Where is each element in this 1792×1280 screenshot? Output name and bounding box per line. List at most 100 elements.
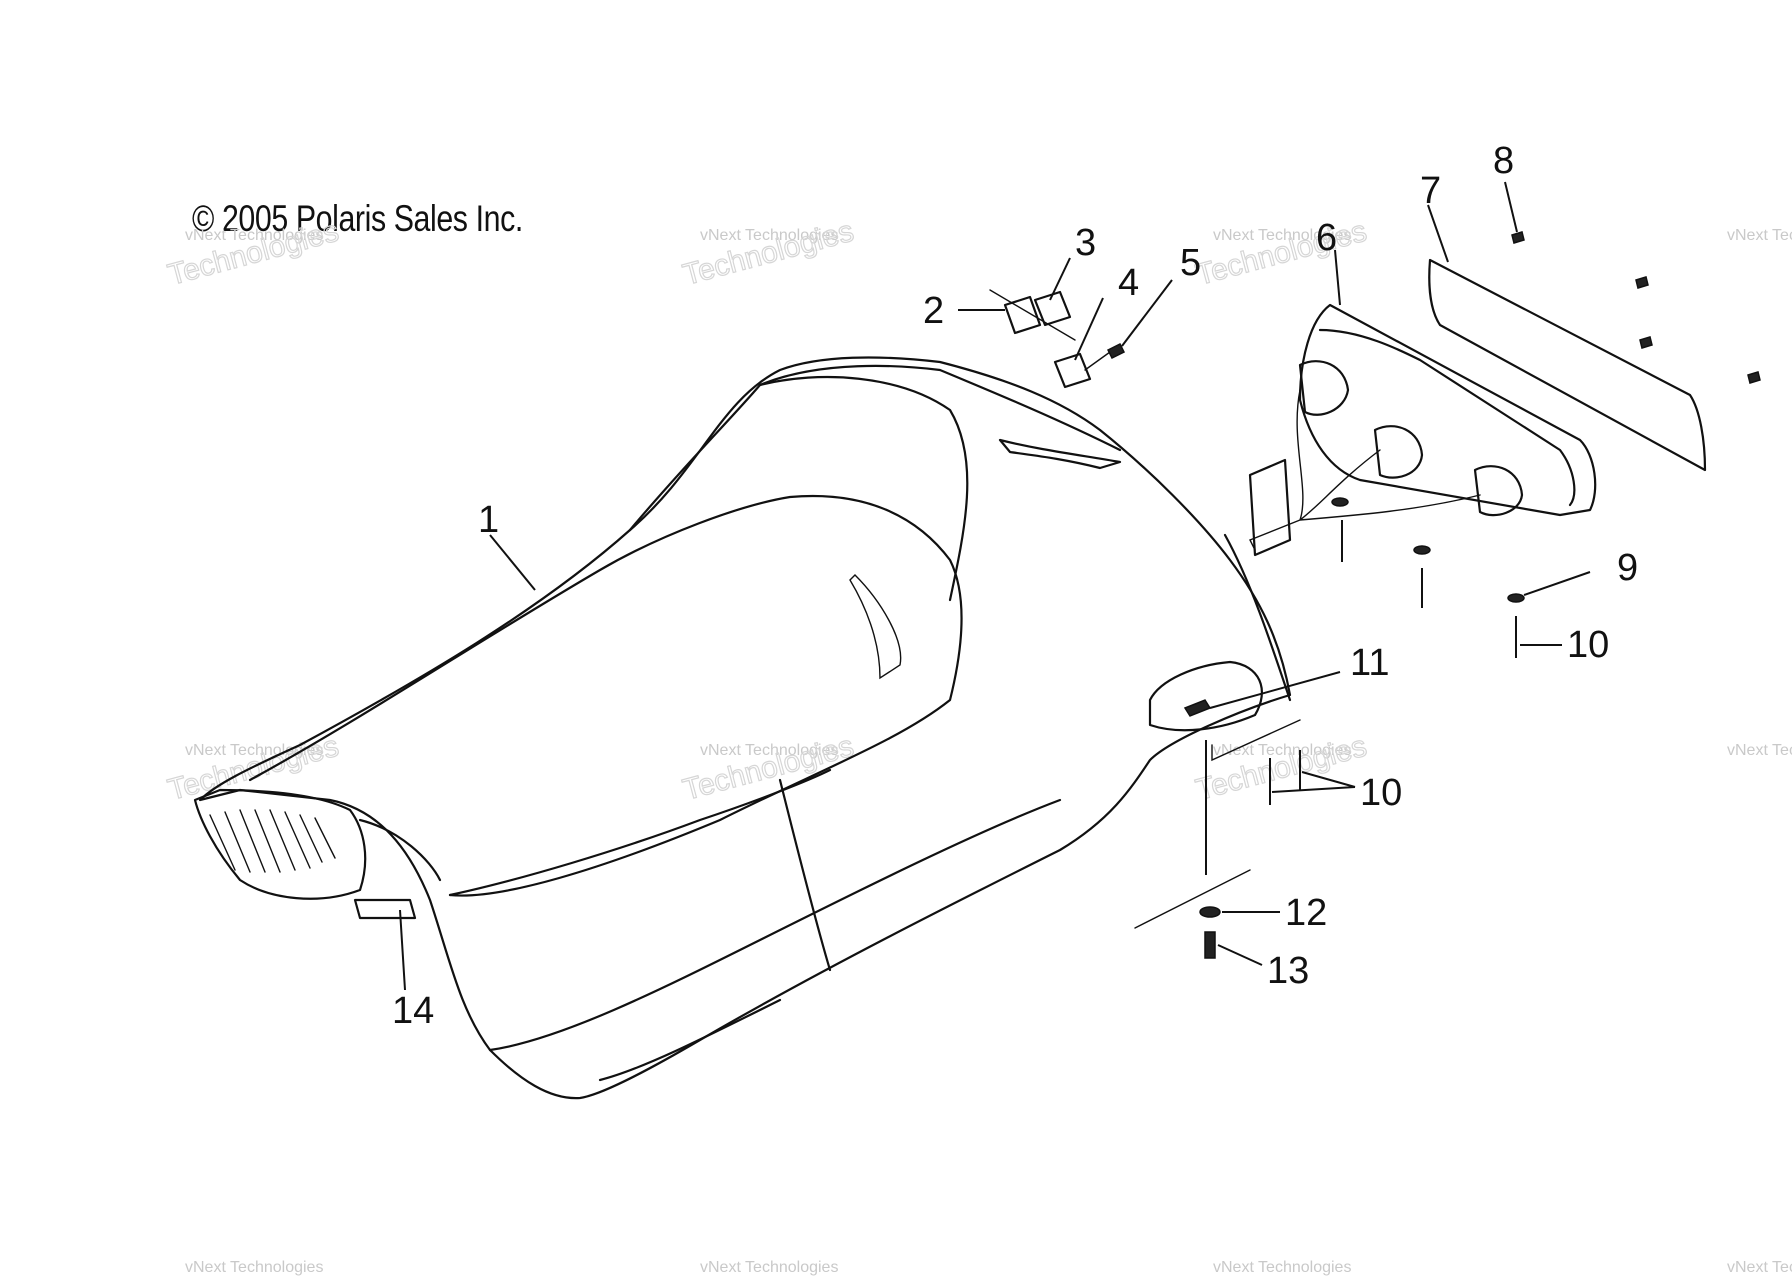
seat-side-seam: [1223, 533, 1292, 702]
lower-fasteners: [1134, 719, 1356, 966]
watermark: vNext Technologies: [1727, 227, 1792, 244]
watermark: vNext Technologies Technologies: [679, 214, 858, 292]
callouts: 1 2 3 4 5 6 7 8 9 10 11 10 12 13 14: [392, 140, 1638, 1032]
watermark: vNext Technologies Technologies: [1192, 214, 1371, 292]
watermarks: vNext Technologies Technologies vNext Te…: [164, 214, 1792, 1276]
watermark-text: vNext Technologies: [185, 742, 323, 759]
part-8-screws: [1504, 181, 1761, 384]
screw-8: [1639, 336, 1653, 349]
part-9-10-fasteners: [1331, 497, 1591, 658]
lens-outline: [1428, 258, 1707, 472]
leader-1: [489, 534, 536, 591]
callout-14: 14: [392, 990, 434, 1032]
seat-foam-hatching: [209, 809, 336, 873]
screw-8: [1635, 276, 1649, 289]
watermark-text: vNext Technologies: [700, 227, 838, 244]
callout-2: 2: [923, 290, 944, 332]
watermark-text: vNext Technologies: [700, 1259, 838, 1276]
seat-backrest: [628, 375, 969, 602]
seat-lower-edge: [448, 768, 832, 897]
watermark: vNext Technologies: [700, 1259, 838, 1276]
clip-2: [1003, 295, 1042, 335]
leader-6: [1334, 249, 1341, 306]
watermark: vNext Technologies: [185, 1259, 323, 1276]
watermark: vNext Technologies: [1727, 1259, 1792, 1276]
part-14-strap: [353, 898, 417, 991]
watermark-text: vNext Technologies: [185, 227, 323, 244]
seat-piping: [849, 574, 902, 680]
callout-10-upper: 10: [1567, 624, 1609, 666]
watermark-text: vNext Technologies: [1213, 227, 1351, 244]
bracket: [1211, 719, 1301, 762]
seat-bottom-edge: [598, 998, 782, 1082]
part-6-taillight-housing: [1249, 249, 1597, 551]
watermark-text: vNext Technologies: [1213, 1259, 1351, 1276]
leaders: [489, 257, 1341, 709]
copyright-text: © 2005 Polaris Sales Inc.: [192, 198, 523, 239]
leader-13: [1217, 944, 1263, 966]
callout-10-lower: 10: [1360, 772, 1402, 814]
watermark-text: vNext Technologies: [185, 1259, 323, 1276]
seat-backrest-top: [758, 364, 1122, 452]
callout-7: 7: [1420, 170, 1441, 212]
screw-8: [1747, 371, 1761, 384]
leader-14: [399, 909, 406, 991]
nut-9: [1507, 593, 1525, 603]
washer-12: [1199, 906, 1221, 918]
callout-9: 9: [1617, 547, 1638, 589]
screw-5-axis: [1084, 351, 1111, 371]
part-7-lens: [1427, 204, 1707, 472]
housing-inner: [1318, 328, 1576, 507]
seat-assembly: [193, 356, 1292, 1100]
watermark: vNext Technologies Technologies: [164, 214, 343, 292]
callout-13: 13: [1267, 950, 1309, 992]
seat-latch: [1183, 699, 1212, 717]
screw-5: [1106, 342, 1126, 360]
seat-pad: [248, 494, 963, 897]
watermark: vNext Technologies Technologies: [1192, 729, 1371, 807]
lamp-socket-3: [1473, 465, 1524, 517]
seat-ridge: [998, 438, 1122, 470]
leader-3: [1049, 257, 1071, 301]
callout-12: 12: [1285, 892, 1327, 934]
small-clips: [989, 289, 1126, 389]
watermark: vNext Technologies: [1727, 742, 1792, 759]
lamp-socket-2: [1373, 425, 1424, 479]
callout-1: 1: [478, 499, 499, 541]
screw-8: [1511, 231, 1525, 244]
seat-side-panel: [778, 778, 832, 972]
clip-4: [1053, 352, 1092, 389]
housing-outline: [1298, 303, 1597, 517]
watermark-text: vNext Technologies: [1727, 227, 1792, 244]
callout-11: 11: [1350, 642, 1389, 684]
watermark: vNext Technologies Technologies: [164, 729, 343, 807]
lamp-wire: [1249, 389, 1481, 551]
leader-4: [1074, 297, 1104, 361]
watermark: vNext Technologies: [1213, 1259, 1351, 1276]
watermark-text: vNext Technologies: [1213, 742, 1351, 759]
mount-line: [1134, 869, 1251, 929]
nut-9: [1331, 497, 1349, 507]
leader-9: [1523, 571, 1591, 596]
watermark-text: vNext Technologies: [1727, 1259, 1792, 1276]
watermark-text: vNext Technologies: [700, 742, 838, 759]
seat-front-ridge: [358, 818, 442, 882]
bolt-13: [1204, 931, 1216, 959]
lamp-socket-1: [1298, 360, 1350, 416]
callout-4: 4: [1118, 262, 1139, 304]
seat-latch-recess: [1148, 660, 1263, 732]
seat-outline: [198, 356, 1292, 1100]
callout-3: 3: [1075, 222, 1096, 264]
seat-rear-tab: [1248, 458, 1292, 557]
clip-axis-line: [989, 289, 1076, 341]
leader-11: [1209, 671, 1341, 709]
leader-5: [1121, 279, 1173, 347]
nut-9: [1413, 545, 1431, 555]
seat-front-opening: [193, 788, 367, 900]
callout-8: 8: [1493, 140, 1514, 182]
watermark-text: vNext Technologies: [1727, 742, 1792, 759]
strap-body: [353, 898, 417, 920]
callout-6: 6: [1316, 217, 1337, 259]
leader-7: [1427, 204, 1449, 263]
